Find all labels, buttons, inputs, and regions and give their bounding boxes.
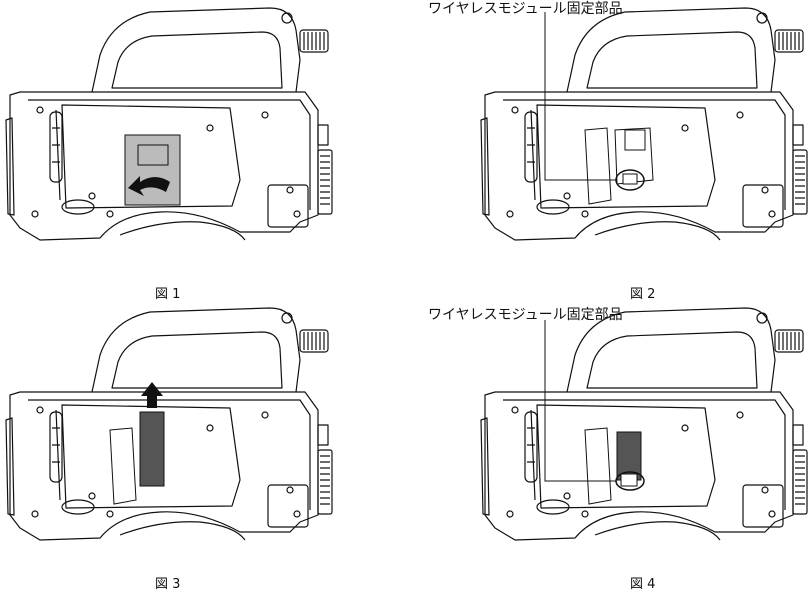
callout-leader-4 bbox=[544, 320, 616, 482]
arrow-up-icon bbox=[141, 382, 163, 408]
callout-leader-2 bbox=[544, 12, 616, 181]
callout-label-fig2: ワイヤレスモジュール固定部品 bbox=[428, 1, 623, 17]
caption-fig4: 図 4 bbox=[630, 577, 656, 592]
wireless-module bbox=[139, 411, 165, 487]
caption-fig3: 図 3 bbox=[155, 577, 181, 592]
caption-fig1: 図 1 bbox=[155, 287, 181, 302]
figure-4-camera bbox=[480, 307, 808, 541]
figure-3-camera bbox=[5, 307, 333, 541]
caption-fig2: 図 2 bbox=[630, 287, 656, 302]
callout-label-fig4: ワイヤレスモジュール固定部品 bbox=[428, 307, 623, 323]
arrow-open-icon bbox=[128, 176, 170, 196]
figure-1-camera bbox=[5, 7, 333, 241]
side-panel-cover bbox=[124, 134, 181, 206]
figure-2-camera bbox=[480, 7, 808, 241]
